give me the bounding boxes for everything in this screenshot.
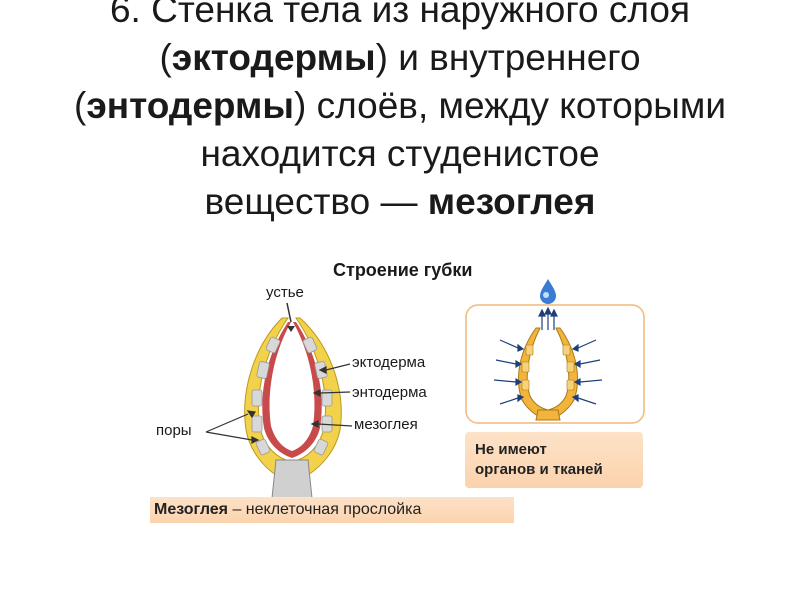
caption-text: – неклеточная прослойка	[228, 501, 422, 518]
note-line-1: Не имеют	[475, 441, 547, 458]
note-line-2: органов и тканей	[475, 461, 603, 478]
leader-lines	[205, 363, 353, 444]
sponge-mesoglea-cells	[251, 336, 333, 456]
slide-heading: 6. Стенка тела из наружного слоя (эктоде…	[0, 0, 800, 226]
label-pores: поры	[156, 422, 192, 439]
diagram-title: Строение губки	[333, 260, 473, 280]
note-box: Не имеют органов и тканей	[465, 432, 643, 488]
heading-line-1: 6. Стенка тела из наружного слоя	[109, 0, 690, 30]
caption-term: Мезоглея	[154, 501, 229, 518]
mini-sponge	[518, 327, 578, 421]
water-drop-icon	[540, 279, 556, 304]
term-endoderm: энтодермы	[86, 85, 295, 126]
label-endoderm: энтодерма	[352, 384, 427, 401]
sponge-base	[271, 459, 313, 499]
heading-line-4: находится студенистое	[200, 133, 600, 174]
term-mesoglea: мезоглея	[427, 181, 596, 222]
water-flow-arrows	[493, 306, 603, 405]
flow-panel	[465, 304, 645, 424]
label-osculum: устье	[266, 284, 304, 301]
osculum-arrow	[286, 302, 295, 332]
label-ectoderm: эктодерма	[352, 354, 426, 371]
label-mesoglea: мезоглея	[354, 416, 418, 433]
mesoglea-caption: Мезоглея – неклеточная прослойка	[150, 497, 514, 523]
heading-line-5: вещество — мезоглея	[204, 181, 596, 222]
heading-line-3: (энтодермы) слоёв, между которыми	[74, 85, 726, 126]
term-ectoderm: эктодермы	[171, 37, 376, 78]
heading-line-2: (эктодермы) и внутреннего	[159, 37, 641, 78]
sponge-cross-section	[244, 317, 342, 499]
